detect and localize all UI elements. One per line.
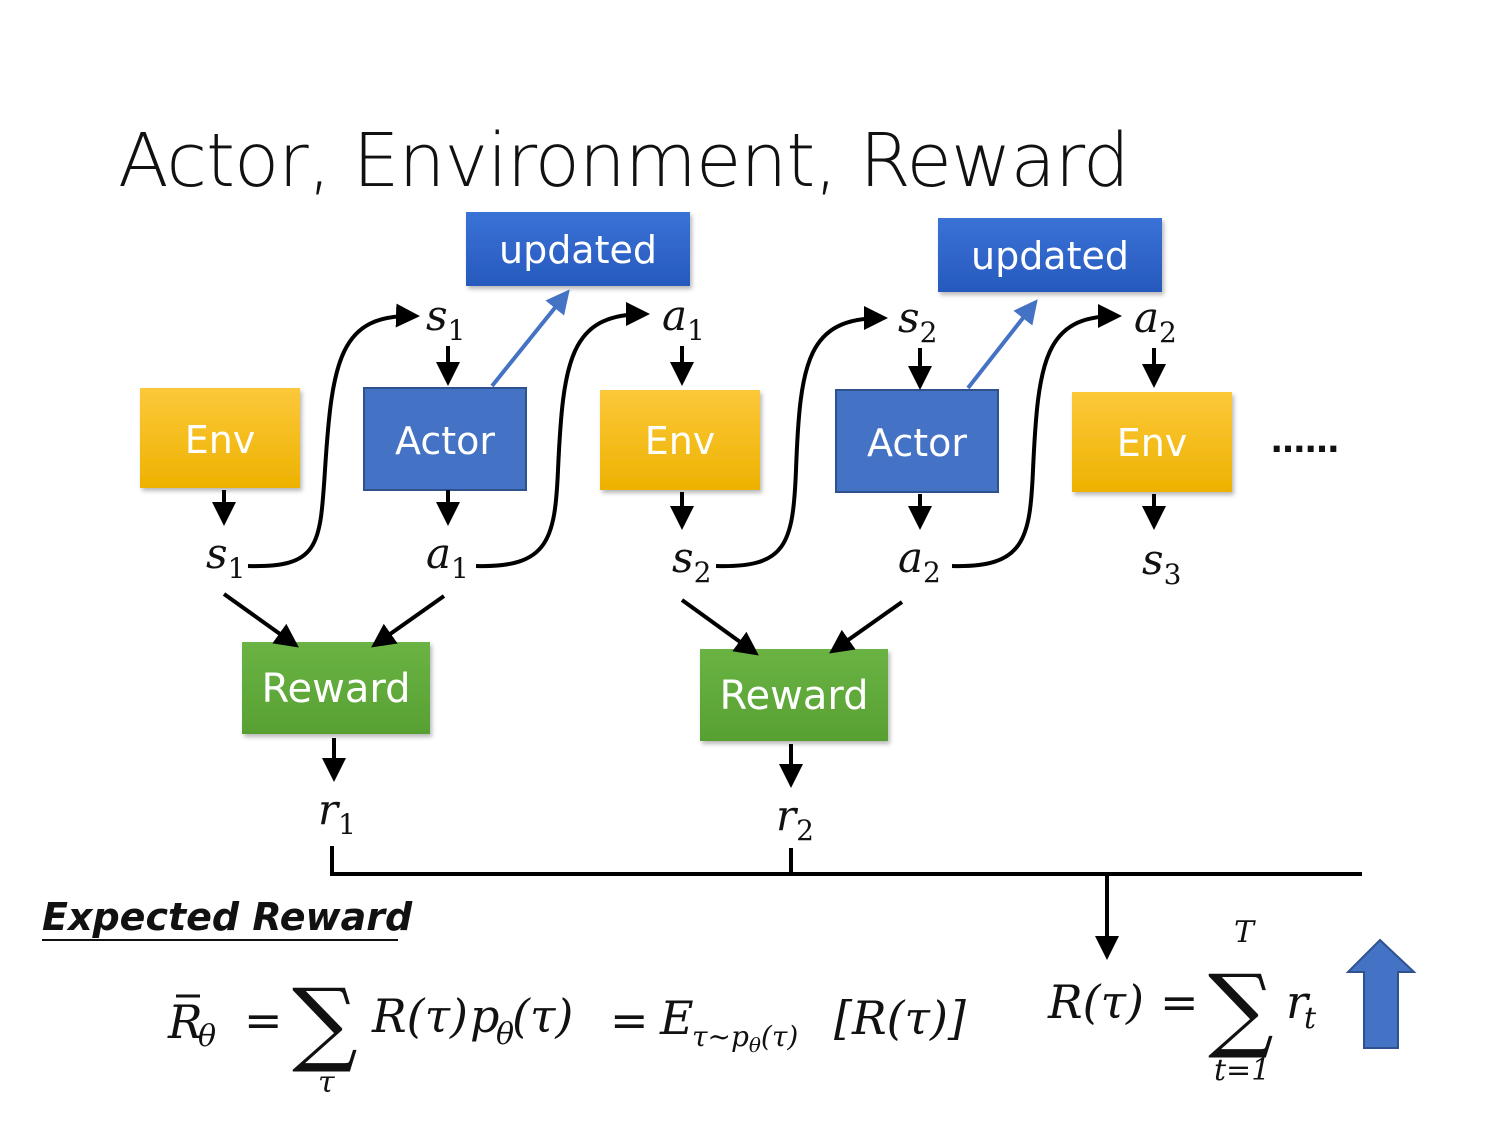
- r-of-tau: R(τ): [371, 989, 468, 1043]
- curve-a2: [951, 304, 1122, 569]
- rbar-theta: θ: [198, 1019, 216, 1054]
- sum-index-tau: τ: [318, 1065, 335, 1100]
- symbol-a2-top: a2: [1134, 293, 1177, 349]
- rbar-symbol: R: [167, 995, 203, 1049]
- env-box-1-label: Env: [185, 418, 256, 462]
- symbol-r1: r1: [318, 785, 356, 841]
- big-up-arrow-icon: [1345, 938, 1417, 1049]
- symbol-s1-top: s1: [426, 291, 465, 347]
- symbol-s1-bottom: s1: [206, 529, 245, 585]
- reward-box-1-label: Reward: [262, 666, 411, 712]
- sum-sign-2: ∑: [1208, 955, 1274, 1062]
- symbol-a1-top: a1: [662, 291, 705, 347]
- sum-lower: t=1: [1214, 1053, 1270, 1088]
- r-t-sub: t: [1304, 1001, 1317, 1036]
- return-r-of-tau: R(τ): [1047, 975, 1144, 1029]
- symbol-a2-bottom: a2: [898, 533, 941, 589]
- symbol-a1-bottom: a1: [426, 529, 469, 585]
- actor-box-1-label: Actor: [395, 419, 495, 463]
- sum-sign-1: ∑: [292, 969, 358, 1076]
- symbol-s3: s3: [1142, 535, 1181, 591]
- arrow-s2-reward2: [680, 598, 759, 656]
- curve-a1: [475, 302, 650, 569]
- env-box-1: Env: [140, 388, 300, 488]
- p-theta: θ: [496, 1017, 514, 1052]
- env-box-2: Env: [600, 390, 760, 490]
- expected-reward-heading: Expected Reward: [42, 895, 413, 939]
- expectation-body: [R(τ)]: [834, 991, 966, 1045]
- p-symbol: p: [470, 989, 499, 1043]
- arrow-s1-reward1: [222, 592, 299, 648]
- symbol-s2-top: s2: [898, 293, 937, 349]
- updated-box-1-label: updated: [499, 228, 657, 272]
- expected-reward-formula: R θ = ∑ τ R(τ) p θ (τ) = E τ~pθ(τ) [R(τ)…: [167, 969, 966, 1100]
- symbol-r2: r2: [776, 791, 814, 847]
- r-t-symbol: r: [1286, 975, 1311, 1029]
- actor-box-2: Actor: [835, 389, 999, 493]
- reward-box-2-label: Reward: [720, 673, 869, 719]
- reward-box-1: Reward: [242, 642, 430, 734]
- arrow-a2-reward2: [829, 600, 904, 654]
- expectation-e: E: [659, 991, 694, 1045]
- arrows: [212, 302, 1362, 960]
- equals-3: =: [1160, 975, 1199, 1029]
- env-box-2-label: Env: [645, 419, 716, 463]
- update-arrow-2: [966, 299, 1038, 390]
- equals-1: =: [244, 993, 283, 1047]
- actor-box-2-label: Actor: [867, 421, 967, 465]
- env-box-3: Env: [1072, 392, 1232, 492]
- sum-upper-t: T: [1234, 915, 1256, 950]
- slide-title: Actor, Environment, Reward: [118, 118, 1130, 204]
- p-arg: (τ): [512, 989, 573, 1043]
- symbol-s2-bottom: s2: [672, 533, 711, 589]
- equals-2: =: [610, 993, 649, 1047]
- continuation-ellipsis: ……: [1271, 421, 1339, 461]
- curve-s1: [247, 303, 420, 569]
- update-arrow-1: [490, 289, 570, 388]
- sum-bracket: [330, 846, 1362, 876]
- env-box-3-label: Env: [1117, 421, 1188, 465]
- updated-box-1: updated: [466, 212, 690, 286]
- arrow-a1-reward1: [371, 594, 446, 648]
- updated-box-2: updated: [938, 218, 1162, 292]
- actor-box-1: Actor: [363, 387, 527, 491]
- updated-box-2-label: updated: [971, 234, 1129, 278]
- return-formula: R(τ) = ∑ T t=1 r t: [1047, 915, 1317, 1088]
- curve-s2: [715, 306, 888, 569]
- expectation-sub: τ~pθ(τ): [692, 1020, 798, 1057]
- reward-box-2: Reward: [700, 649, 888, 741]
